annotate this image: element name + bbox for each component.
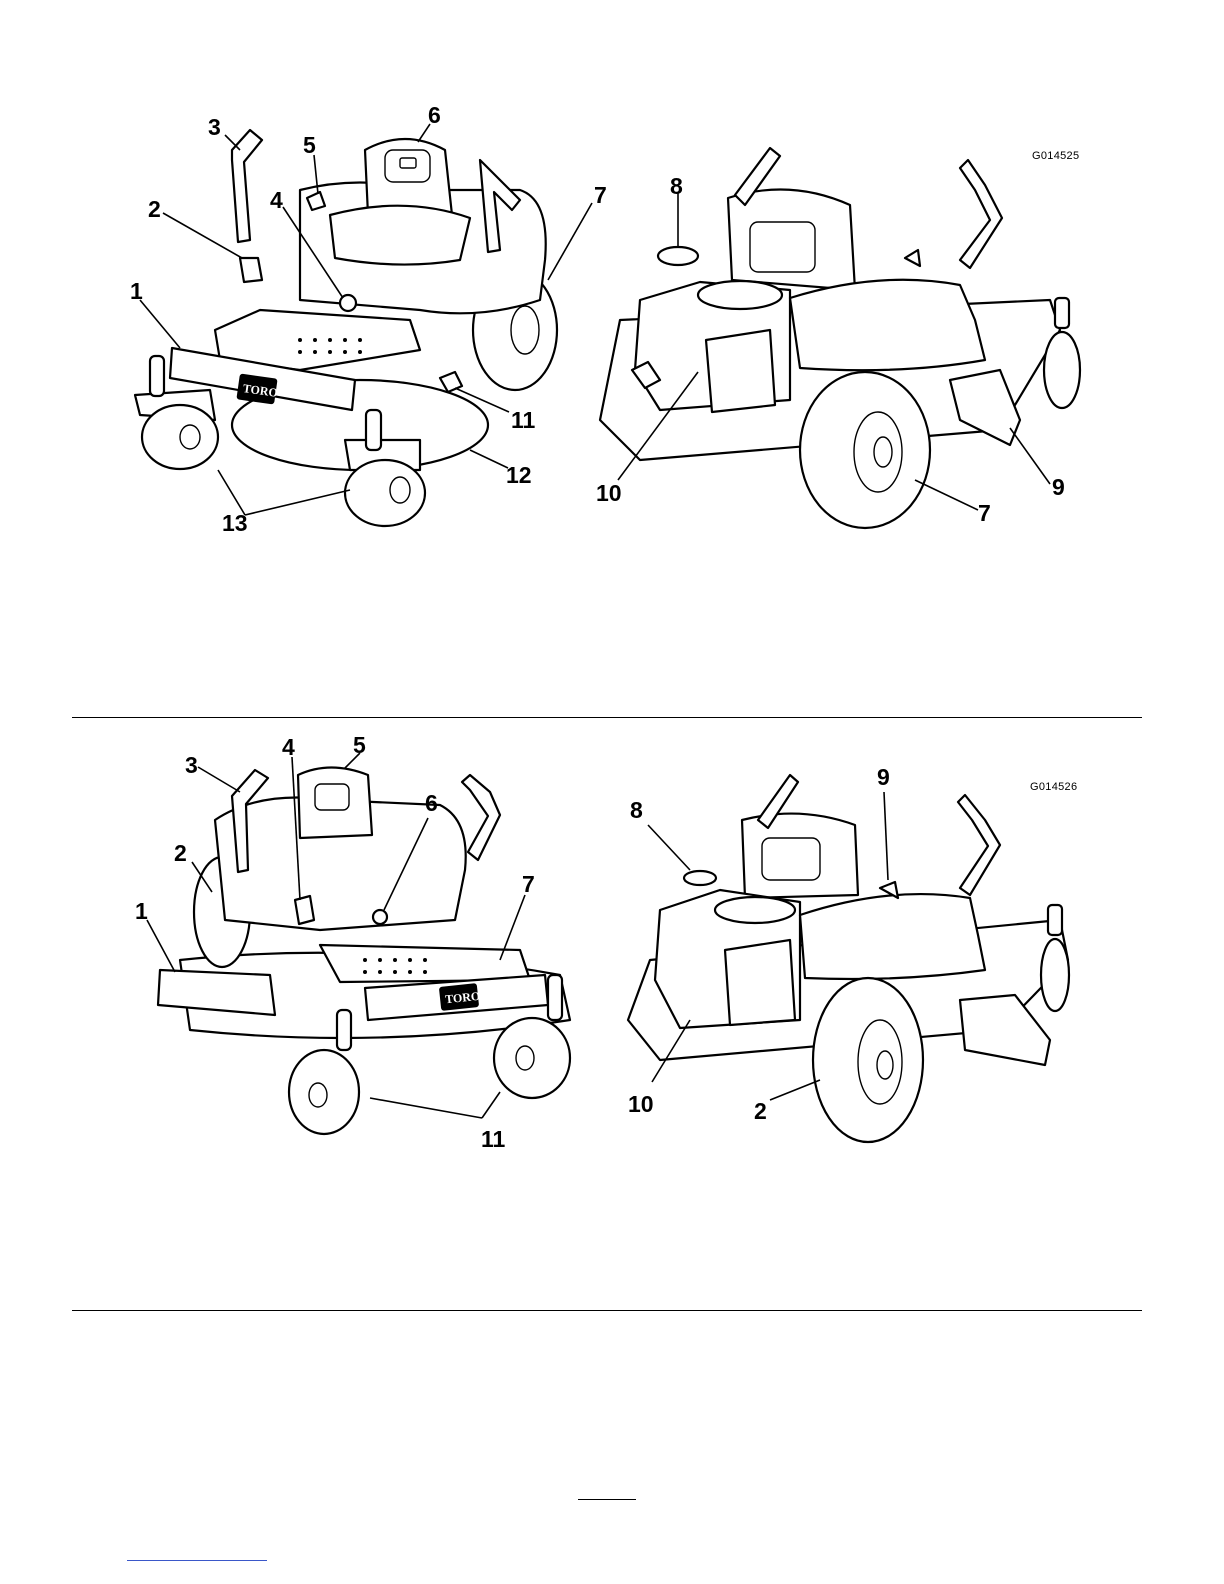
callout-11: 11 <box>511 409 535 432</box>
page-number-rule <box>578 1499 636 1500</box>
callout-5b: 5 <box>353 734 366 757</box>
section-divider <box>72 717 1142 718</box>
section-divider-2 <box>72 1310 1142 1311</box>
callout-9: 9 <box>1052 476 1065 499</box>
callout-8: 8 <box>670 175 683 198</box>
footer-link-rule[interactable] <box>127 1560 267 1561</box>
mower-front-view-2: TORO <box>158 768 570 1135</box>
callout-3: 3 <box>208 116 221 139</box>
callout-5: 5 <box>303 134 316 157</box>
callout-13: 13 <box>222 512 248 535</box>
callout-12: 12 <box>506 464 532 487</box>
callout-7b: 7 <box>522 873 535 896</box>
figure-top: TORO <box>0 0 1224 600</box>
callout-10: 10 <box>596 482 622 505</box>
mower-illustration-top: TORO <box>0 0 1224 600</box>
callout-7-rear: 7 <box>978 502 991 525</box>
mower-rear-view <box>600 148 1080 528</box>
callout-3b: 3 <box>185 754 198 777</box>
callout-1: 1 <box>130 280 143 303</box>
callout-2: 2 <box>148 198 161 221</box>
figure-code-2: G014526 <box>1030 781 1077 793</box>
callout-6b: 6 <box>425 792 438 815</box>
mower-rear-view-2 <box>628 775 1069 1142</box>
callout-7: 7 <box>594 184 607 207</box>
callout-9b: 9 <box>877 766 890 789</box>
callout-4b: 4 <box>282 736 295 759</box>
mower-front-view: TORO <box>135 130 557 526</box>
figure-bottom: TORO <box>0 720 1224 1170</box>
callout-8b: 8 <box>630 799 643 822</box>
callout-4: 4 <box>270 189 283 212</box>
callout-1b: 1 <box>135 900 148 923</box>
callout-10b: 10 <box>628 1093 654 1116</box>
callout-6: 6 <box>428 104 441 127</box>
figure-code: G014525 <box>1032 150 1079 162</box>
callout-11b: 11 <box>481 1128 505 1151</box>
callout-2b: 2 <box>174 842 187 865</box>
callout-2b-rear: 2 <box>754 1100 767 1123</box>
